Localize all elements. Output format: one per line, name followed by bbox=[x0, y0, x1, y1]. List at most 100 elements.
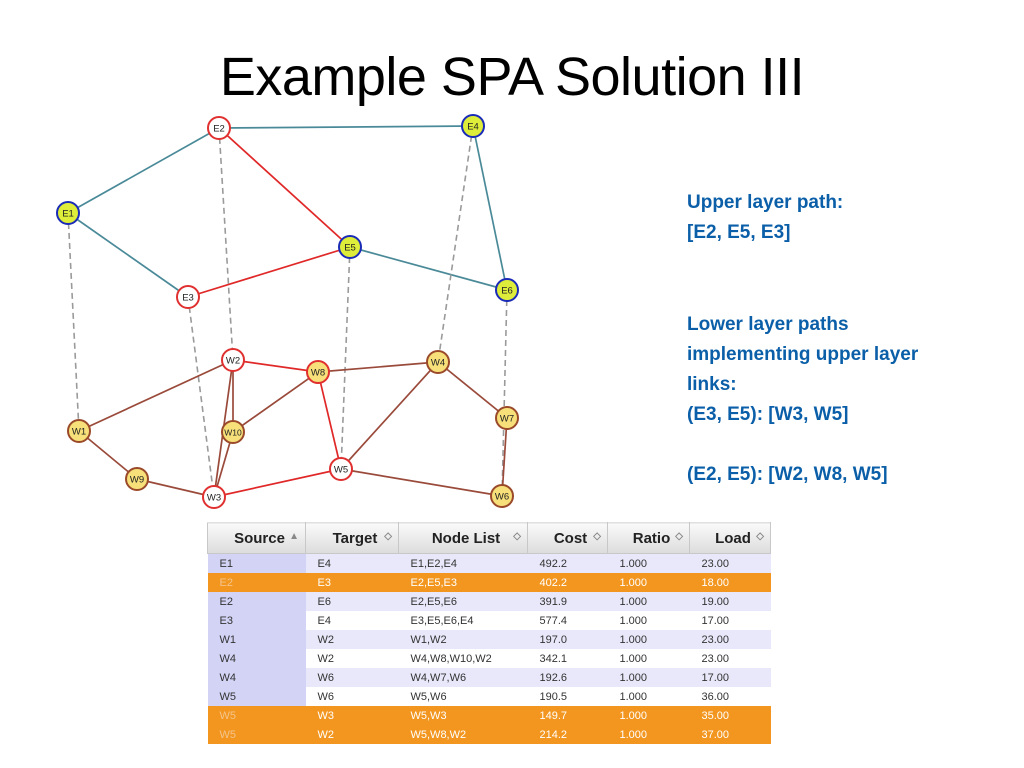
column-header-label: Cost bbox=[553, 529, 588, 547]
node-w10[interactable]: W10 bbox=[221, 420, 245, 444]
edge-e6-w6 bbox=[501, 289, 508, 497]
cell-load: 19.00 bbox=[689, 592, 771, 611]
node-label: W10 bbox=[224, 428, 242, 438]
upper-path-heading: Upper layer path: bbox=[687, 192, 844, 213]
sort-icon[interactable]: ◇ bbox=[384, 531, 392, 542]
cell-ratio: 1.000 bbox=[607, 725, 690, 744]
cell-node-list: W5,W8,W2 bbox=[398, 725, 528, 744]
upper-path-value: [E2, E5, E3] bbox=[687, 222, 791, 243]
cell-node-list: W4,W7,W6 bbox=[398, 668, 528, 687]
cell-ratio: 1.000 bbox=[607, 611, 690, 630]
column-header-load[interactable]: Load◇ bbox=[689, 522, 771, 554]
node-w7[interactable]: W7 bbox=[495, 406, 519, 430]
edge-w1-w2 bbox=[78, 359, 234, 432]
column-header-label: Node List bbox=[431, 529, 501, 547]
edge-e1-w1 bbox=[67, 212, 80, 432]
slide-title: Example SPA Solution III bbox=[219, 47, 805, 107]
node-w6[interactable]: W6 bbox=[490, 484, 514, 508]
node-w2[interactable]: W2 bbox=[221, 348, 245, 372]
cell-cost: 149.7 bbox=[527, 706, 608, 725]
node-label: E6 bbox=[501, 286, 513, 297]
cell-cost: 214.2 bbox=[527, 725, 608, 744]
edge-e4-w4 bbox=[437, 125, 474, 363]
sort-icon[interactable]: ◇ bbox=[593, 531, 601, 542]
cell-node-list: E3,E5,E6,E4 bbox=[398, 611, 528, 630]
edge-e5-w5 bbox=[340, 246, 351, 470]
cell-source: W1 bbox=[207, 630, 306, 649]
node-label: W3 bbox=[207, 493, 221, 504]
edge-w7-w6 bbox=[501, 417, 508, 497]
sort-icon[interactable]: ◇ bbox=[756, 531, 764, 542]
cell-ratio: 1.000 bbox=[607, 573, 690, 592]
node-e3[interactable]: E3 bbox=[176, 285, 200, 309]
node-label: W8 bbox=[311, 368, 325, 379]
edge-w5-w6 bbox=[340, 468, 503, 497]
cell-target: E4 bbox=[305, 553, 399, 573]
cell-node-list: W1,W2 bbox=[398, 630, 528, 649]
cell-ratio: 1.000 bbox=[607, 553, 690, 573]
node-w8[interactable]: W8 bbox=[306, 360, 330, 384]
lower-path-e2-e5: (E2, E5): [W2, W8, W5] bbox=[687, 464, 888, 485]
cell-cost: 492.2 bbox=[527, 553, 608, 573]
cell-target: W3 bbox=[305, 706, 399, 725]
node-w9[interactable]: W9 bbox=[125, 467, 149, 491]
lower-paths-heading-3: links: bbox=[687, 374, 737, 395]
lower-path-e3-e5: (E3, E5): [W3, W5] bbox=[687, 404, 849, 425]
edge-w1-w9 bbox=[78, 430, 138, 480]
cell-node-list: W4,W8,W10,W2 bbox=[398, 649, 528, 668]
cell-ratio: 1.000 bbox=[607, 630, 690, 649]
cell-source: W5 bbox=[207, 706, 306, 725]
cell-target: E6 bbox=[305, 592, 399, 611]
cell-load: 23.00 bbox=[689, 649, 771, 668]
edge-e3-e5 bbox=[187, 246, 351, 298]
node-label: W7 bbox=[500, 414, 514, 425]
node-e4[interactable]: E4 bbox=[461, 114, 485, 138]
cell-cost: 577.4 bbox=[527, 611, 608, 630]
cell-load: 23.00 bbox=[689, 553, 771, 573]
node-e1[interactable]: E1 bbox=[56, 201, 80, 225]
column-header-target[interactable]: Target◇ bbox=[305, 522, 399, 554]
cell-source: W5 bbox=[207, 725, 306, 744]
column-header-ratio[interactable]: Ratio ◇ bbox=[607, 522, 690, 554]
node-w1[interactable]: W1 bbox=[67, 419, 91, 443]
sort-icon[interactable]: ▲ bbox=[289, 531, 299, 542]
sort-icon[interactable]: ◇ bbox=[675, 531, 683, 542]
column-header-node-list[interactable]: Node List ◇ bbox=[398, 522, 528, 554]
cell-target: W2 bbox=[305, 725, 399, 744]
sort-icon[interactable]: ◇ bbox=[513, 531, 521, 542]
column-header-cost[interactable]: Cost ◇ bbox=[527, 522, 608, 554]
edge-w8-w4 bbox=[317, 361, 439, 373]
edge-w2-w8 bbox=[232, 359, 319, 373]
column-header-source[interactable]: Source▲ bbox=[207, 522, 306, 554]
cell-source: W4 bbox=[207, 668, 306, 687]
node-w4[interactable]: W4 bbox=[426, 350, 450, 374]
node-e5[interactable]: E5 bbox=[338, 235, 362, 259]
cell-load: 37.00 bbox=[689, 725, 771, 744]
table-header-row: Source▲Target◇Node List◇Cost◇Ratio◇Load◇ bbox=[207, 522, 771, 554]
cell-source: W5 bbox=[207, 687, 306, 706]
node-e2[interactable]: E2 bbox=[207, 116, 231, 140]
path-info: Upper layer path: [E2, E5, E3] Lower lay… bbox=[687, 188, 987, 490]
cell-node-list: E2,E5,E6 bbox=[398, 592, 528, 611]
cell-source: W4 bbox=[207, 649, 306, 668]
path-table: Source▲Target◇Node List◇Cost◇Ratio◇Load◇… bbox=[207, 522, 771, 744]
column-header-label: Ratio bbox=[632, 529, 671, 547]
node-w5[interactable]: W5 bbox=[329, 457, 353, 481]
node-w3[interactable]: W3 bbox=[202, 485, 226, 509]
cell-cost: 391.9 bbox=[527, 592, 608, 611]
cell-target: W6 bbox=[305, 668, 399, 687]
lower-paths-heading-1: Lower layer paths bbox=[687, 314, 849, 335]
cell-source: E1 bbox=[207, 553, 306, 573]
edge-w4-w7 bbox=[437, 361, 508, 419]
node-e6[interactable]: E6 bbox=[495, 278, 519, 302]
